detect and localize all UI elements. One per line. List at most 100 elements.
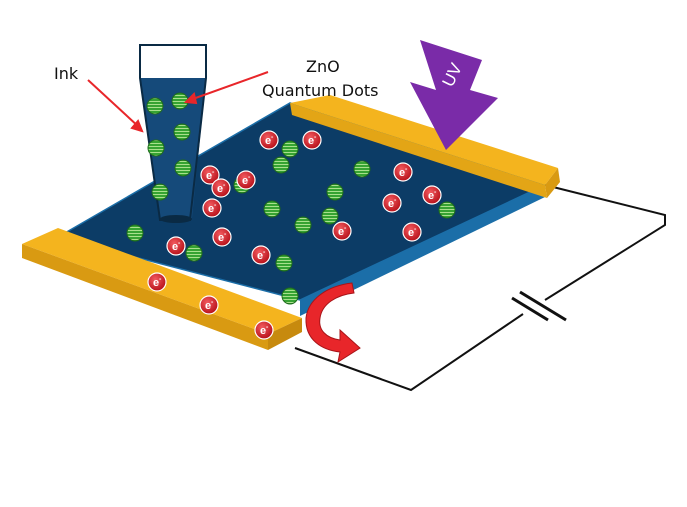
ink-pointer-arrowhead (130, 119, 144, 133)
red-electron-circle-icon: e- (302, 130, 322, 150)
circuit-wires (294, 184, 666, 392)
red-electron-circle-icon: e- (393, 162, 413, 182)
electron-symbol: e (218, 232, 224, 244)
electron-charge: - (263, 249, 266, 256)
quantum-dot (185, 244, 203, 262)
electron-circle (382, 193, 402, 213)
electron-symbol: e (206, 170, 212, 182)
electron-circle (211, 178, 231, 198)
curved-current-arrow-icon (305, 282, 361, 364)
quantum-dot (174, 159, 192, 177)
electron-symbol: e (388, 198, 394, 210)
electron-charge: - (405, 166, 408, 173)
electron-circle (422, 185, 442, 205)
red-electron-circle-icon: e- (212, 227, 232, 247)
red-electron-circle-icon: e- (202, 198, 222, 218)
electron-charge: - (178, 240, 181, 247)
zno-pointer-arrowhead (183, 92, 198, 105)
electron-charge: - (248, 174, 251, 181)
red-electron-circle-icon: e- (211, 178, 231, 198)
battery-symbol-icon (511, 290, 567, 322)
quantum-dot (294, 216, 312, 234)
red-electron-circle-icon: e- (402, 222, 422, 242)
quantum-dot (146, 97, 164, 115)
electron-circle (147, 272, 167, 292)
red-electron-circle-icon: e- (332, 221, 352, 241)
quantum-dot (353, 160, 371, 178)
electron-circle (202, 198, 222, 218)
zno-pointer-line (189, 71, 269, 101)
red-electron-circle-icon: e- (382, 193, 402, 213)
electron-charge: - (224, 231, 227, 238)
electron-circle (402, 222, 422, 242)
ink-pointer-line (87, 79, 141, 129)
uv-arrow-icon: UV (410, 40, 498, 150)
electron-symbol: e (242, 175, 248, 187)
electron-charge: - (212, 169, 215, 176)
electron-circle (236, 170, 256, 190)
electron-charge: - (414, 226, 417, 233)
electron-symbol: e (260, 325, 266, 337)
electron-charge: - (214, 202, 217, 209)
electron-symbol: e (172, 241, 178, 253)
electron-charge: - (266, 324, 269, 331)
red-electron-circle-icon: e- (422, 185, 442, 205)
red-electron-circle-icon: e- (259, 130, 279, 150)
red-electron-circle-icon: e- (166, 236, 186, 256)
electrons-layer: e-e-e-e-e-e-e-e-e-e-e-e-e-e-e-e-e- (147, 130, 442, 340)
electron-symbol: e (308, 135, 314, 147)
electron-symbol: e (205, 300, 211, 312)
electron-circle (259, 130, 279, 150)
quantum-dot (281, 287, 299, 305)
red-electron-circle-icon: e- (147, 272, 167, 292)
quantum-dot (321, 207, 339, 225)
electron-symbol: e (217, 183, 223, 195)
electron-symbol: e (428, 190, 434, 202)
quantum-dot (438, 201, 456, 219)
electron-symbol: e (208, 203, 214, 215)
electron-circle (166, 236, 186, 256)
quantum-dots-layer (126, 92, 456, 305)
quantum-dot (275, 254, 293, 272)
red-electron-circle-icon: e- (236, 170, 256, 190)
electron-charge: - (271, 134, 274, 141)
electron-charge: - (223, 182, 226, 189)
electron-symbol: e (399, 167, 405, 179)
red-electron-circle-icon: e- (254, 320, 274, 340)
electron-charge: - (211, 299, 214, 306)
zno-label-line2: Quantum Dots (262, 81, 378, 100)
quantum-dot (151, 183, 169, 201)
quantum-dot (147, 139, 165, 157)
electron-symbol: e (265, 135, 271, 147)
electron-charge: - (394, 197, 397, 204)
electron-symbol: e (257, 250, 263, 262)
label-pointers (87, 71, 269, 133)
quantum-dot (281, 140, 299, 158)
quantum-dot (126, 224, 144, 242)
electron-circle (200, 165, 220, 185)
ink-label: Ink (54, 64, 79, 83)
quantum-dot (173, 123, 191, 141)
quantum-dot (326, 183, 344, 201)
red-electron-circle-icon: e- (200, 165, 220, 185)
electrode-top (290, 95, 560, 198)
electron-charge: - (434, 189, 437, 196)
quantum-dot (263, 200, 281, 218)
electron-charge: - (314, 134, 317, 141)
zno-label-line1: ZnO (306, 57, 340, 76)
red-electron-circle-icon: e- (251, 245, 271, 265)
electron-circle (302, 130, 322, 150)
electron-circle (199, 295, 219, 315)
electron-circle (251, 245, 271, 265)
red-electron-circle-icon: e- (199, 295, 219, 315)
electron-circle (393, 162, 413, 182)
electron-symbol: e (408, 227, 414, 239)
electron-symbol: e (338, 226, 344, 238)
quantum-dot (272, 156, 290, 174)
electron-circle (212, 227, 232, 247)
electron-circle (332, 221, 352, 241)
electron-symbol: e (153, 277, 159, 289)
electron-charge: - (344, 225, 347, 232)
electron-circle (254, 320, 274, 340)
